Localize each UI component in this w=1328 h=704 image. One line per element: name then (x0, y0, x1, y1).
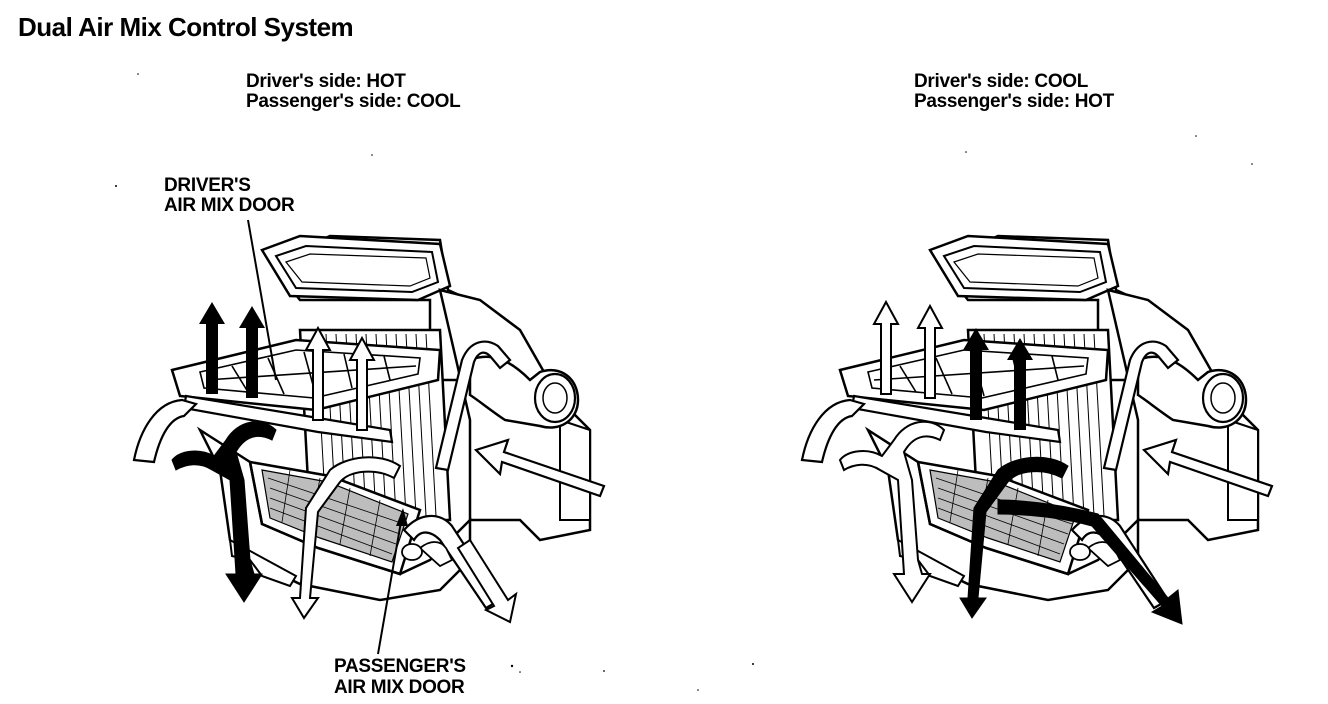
right-cool-air-flow (838, 420, 946, 604)
right-panel-caption: Driver's side: COOL Passenger's side: HO… (914, 72, 1114, 112)
passenger-air-mix-door-label: PASSENGER'S AIR MIX DOOR (334, 656, 466, 698)
right-hvac-assembly (800, 234, 1274, 625)
left-passenger-status: Passenger's side: COOL (246, 91, 461, 112)
driver-door-leader-line (247, 219, 277, 381)
passenger-door-label-line-1: PASSENGER'S (334, 656, 466, 677)
right-driver-status: Driver's side: COOL (914, 71, 1089, 92)
passenger-door-label-line-2: AIR MIX DOOR (334, 677, 465, 698)
page-title: Dual Air Mix Control System (18, 12, 354, 42)
driver-door-label-line-1: DRIVER'S (164, 175, 251, 196)
left-panel-caption: Driver's side: HOT Passenger's side: COO… (246, 71, 461, 112)
passenger-door-leader-line (377, 515, 403, 655)
driver-door-label-line-2: AIR MIX DOOR (164, 195, 295, 216)
left-hot-air-flow (171, 421, 277, 603)
driver-air-mix-door-label: DRIVER'S AIR MIX DOOR (164, 175, 295, 216)
right-hot-air-flow (959, 456, 1069, 619)
left-hvac-assembly (132, 219, 606, 655)
left-cool-air-flow (290, 456, 402, 620)
right-passenger-status: Passenger's side: HOT (914, 91, 1114, 112)
left-driver-status: Driver's side: HOT (246, 71, 406, 92)
scan-noise (115, 73, 1253, 691)
